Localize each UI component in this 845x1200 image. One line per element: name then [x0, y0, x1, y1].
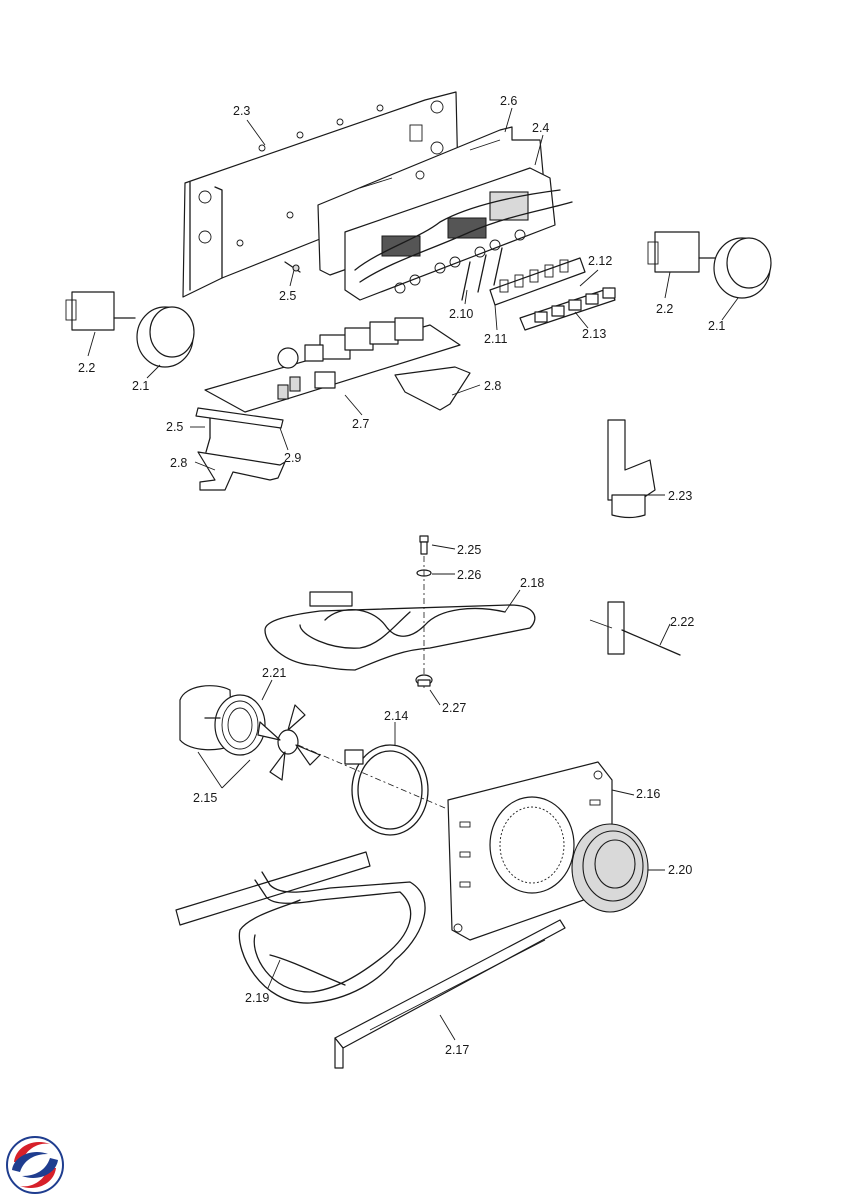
label-2-16: 2.16	[636, 787, 660, 801]
label-2-23: 2.23	[668, 489, 692, 503]
label-2-5-lower: 2.5	[166, 420, 183, 434]
fan-blade	[257, 704, 321, 781]
label-2-2-right: 2.2	[656, 302, 673, 316]
label-2-3: 2.3	[233, 104, 250, 118]
lamp-holder	[607, 419, 656, 519]
filter-disk	[571, 823, 649, 913]
board-bracket-lower	[195, 407, 286, 491]
label-2-12: 2.12	[588, 254, 612, 268]
label-2-18: 2.18	[520, 576, 544, 590]
label-2-17: 2.17	[445, 1043, 469, 1057]
board-bracket-right	[394, 366, 471, 411]
label-2-19: 2.19	[245, 991, 269, 1005]
label-2-6: 2.6	[500, 94, 517, 108]
button-strip	[519, 287, 616, 331]
label-2-20: 2.20	[668, 863, 692, 877]
label-2-1-right: 2.1	[708, 319, 725, 333]
label-2-21: 2.21	[262, 666, 286, 680]
bolt	[419, 535, 429, 555]
label-2-25: 2.25	[457, 543, 481, 557]
push-rods	[461, 247, 503, 301]
label-2-5-upper: 2.5	[279, 289, 296, 303]
label-2-27: 2.27	[442, 701, 466, 715]
label-2-14: 2.14	[384, 709, 408, 723]
right-knob	[713, 237, 772, 299]
left-switch	[65, 291, 136, 331]
switch-strip	[489, 257, 586, 306]
fan-motor	[179, 685, 266, 756]
label-2-22: 2.22	[670, 615, 694, 629]
nut	[415, 674, 433, 687]
label-2-4: 2.4	[532, 121, 549, 135]
label-2-8-right: 2.8	[484, 379, 501, 393]
label-2-8-left: 2.8	[170, 456, 187, 470]
display-board	[344, 167, 573, 301]
label-2-26: 2.26	[457, 568, 481, 582]
label-2-10: 2.10	[449, 307, 473, 321]
left-knob	[136, 306, 195, 368]
temperature-probe	[589, 601, 681, 656]
callout-labels: 2.3 2.6 2.4 2.5 2.10 2.11 2.12 2.13 2.2 …	[78, 94, 725, 1057]
label-2-2-left: 2.2	[78, 361, 95, 375]
control-panel-bracket	[182, 91, 459, 298]
power-board	[204, 317, 461, 413]
label-2-15: 2.15	[193, 791, 217, 805]
screw-upper	[284, 261, 301, 273]
label-2-9: 2.9	[284, 451, 301, 465]
label-2-11: 2.11	[484, 332, 507, 346]
label-2-13: 2.13	[582, 327, 606, 341]
brand-logo	[6, 1136, 64, 1194]
bottom-element	[175, 851, 426, 1004]
label-2-7: 2.7	[352, 417, 369, 431]
leader-lines	[87, 107, 739, 1041]
right-switch	[647, 231, 719, 273]
label-2-1-left: 2.1	[132, 379, 149, 393]
rear-panel	[447, 761, 613, 941]
grill-element	[264, 591, 536, 671]
bottom-rail	[334, 919, 566, 1069]
circular-element	[344, 744, 429, 836]
